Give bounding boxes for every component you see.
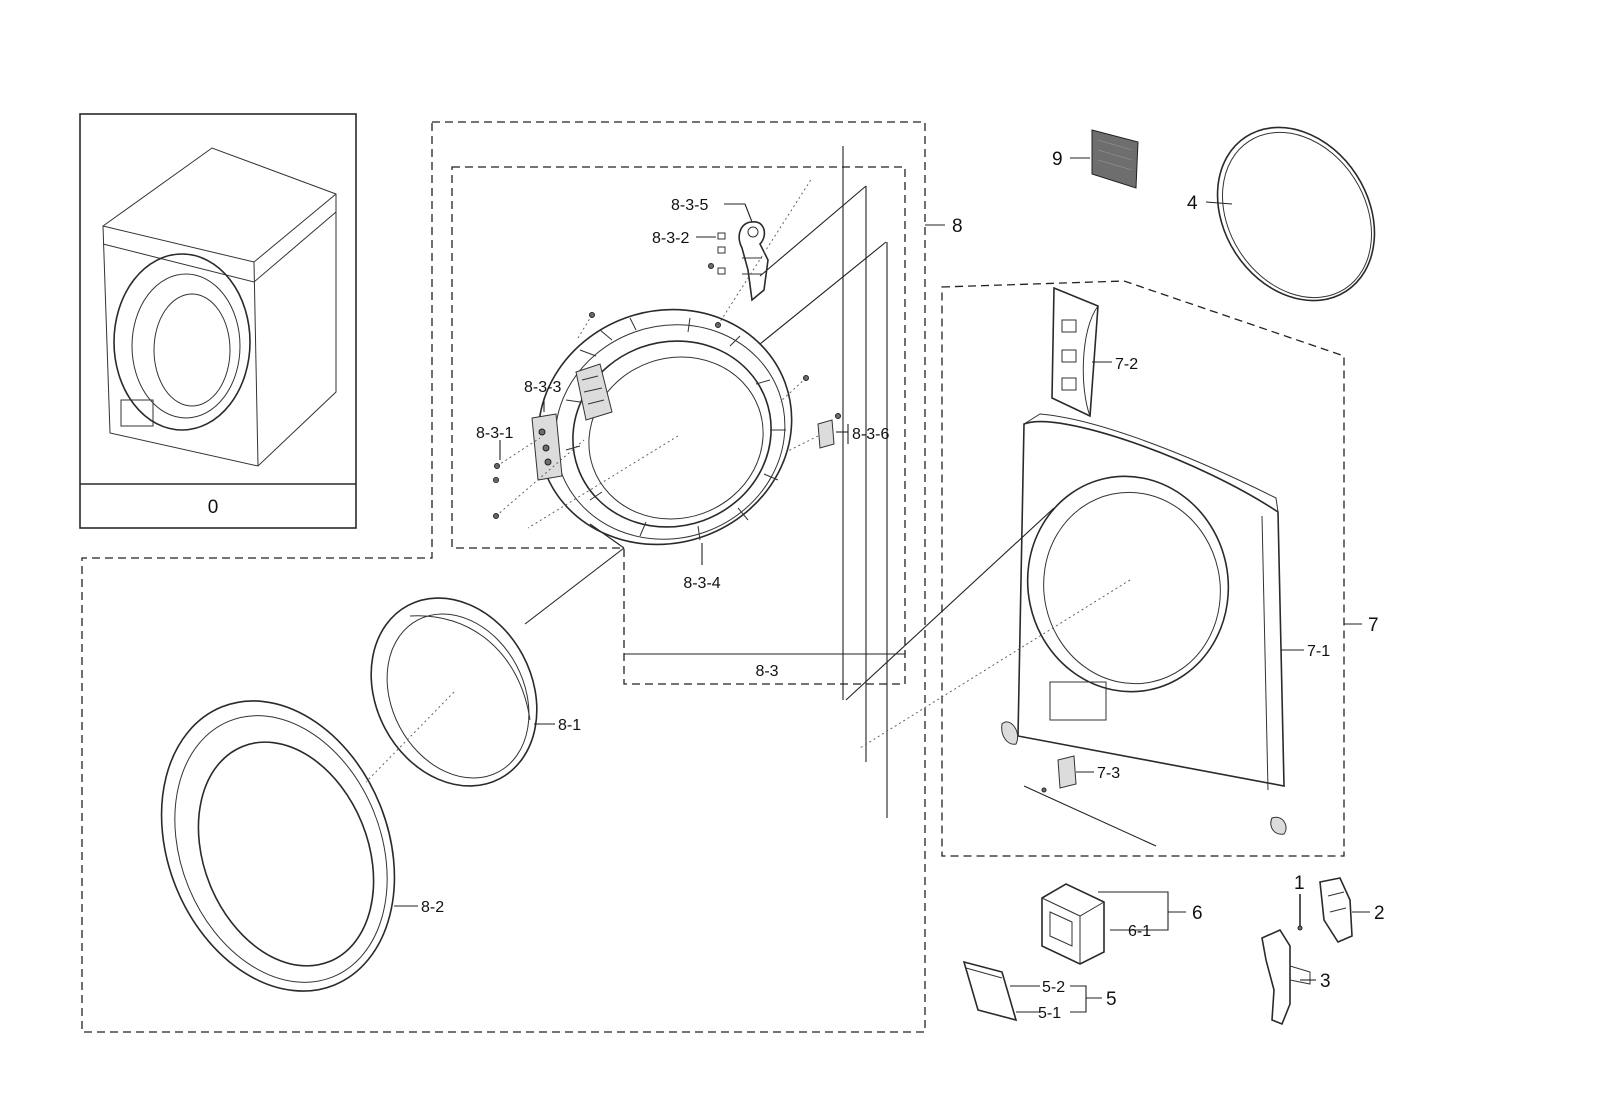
label-7-1: 7-1 (1307, 643, 1330, 660)
label-8: 8 (952, 216, 963, 237)
label-5-1: 5-1 (1038, 1005, 1061, 1022)
label-8-2: 8-2 (421, 899, 444, 916)
part-8-2-door-trim (160, 700, 396, 992)
label-8-3-1: 8-3-1 (476, 425, 513, 442)
part-7-2-bracket (1051, 286, 1099, 418)
label-0: 0 (208, 497, 219, 518)
part-1-pin (1297, 894, 1303, 931)
part-2-hinge-block (1319, 877, 1353, 944)
unit-thumbnail-panel (79, 113, 357, 529)
label-4: 4 (1187, 193, 1198, 214)
label-8-3-6: 8-3-6 (852, 426, 889, 443)
label-6-1: 6-1 (1128, 923, 1151, 940)
label-5-2: 5-2 (1042, 979, 1065, 996)
part-8-3-2-bushings (708, 232, 726, 328)
label-8-3-4: 8-3-4 (683, 575, 720, 592)
part-7-1-front-panel (1017, 413, 1285, 791)
label-7-3: 7-3 (1097, 765, 1120, 782)
part-4-ring (1216, 126, 1376, 302)
part-7-clip-right (1270, 816, 1287, 835)
label-8-3: 8-3 (755, 663, 778, 680)
label-3: 3 (1320, 971, 1331, 992)
label-6: 6 (1192, 903, 1203, 924)
group-7-boundary (941, 280, 1345, 857)
label-9: 9 (1052, 149, 1063, 170)
group-8-3-boundary (451, 166, 906, 685)
group-8-boundary (81, 121, 926, 1033)
part-8-1-door-glass (370, 597, 538, 787)
part-5-panel (962, 960, 1018, 1022)
part-8-3-6-hinge-bracket (803, 375, 841, 449)
label-8-3-3: 8-3-3 (524, 379, 561, 396)
part-8-3-5-hinge (738, 221, 769, 302)
part-3-lever (1261, 928, 1311, 1026)
part-7-3-latch-hook (1041, 755, 1077, 793)
label-8-3-2: 8-3-2 (652, 230, 689, 247)
part-6-housing (1041, 883, 1105, 965)
label-1: 1 (1294, 873, 1305, 894)
label-5: 5 (1106, 989, 1117, 1010)
part-9-filter (1091, 129, 1139, 189)
part-7-clip-left (1001, 721, 1018, 745)
label-8-1: 8-1 (558, 717, 581, 734)
label-2: 2 (1374, 903, 1385, 924)
label-7: 7 (1368, 615, 1379, 636)
part-8-3-3-latch (575, 363, 613, 421)
label-8-3-5: 8-3-5 (671, 197, 708, 214)
part-8-3-1-door-lock (531, 413, 563, 481)
label-7-2: 7-2 (1115, 356, 1138, 373)
